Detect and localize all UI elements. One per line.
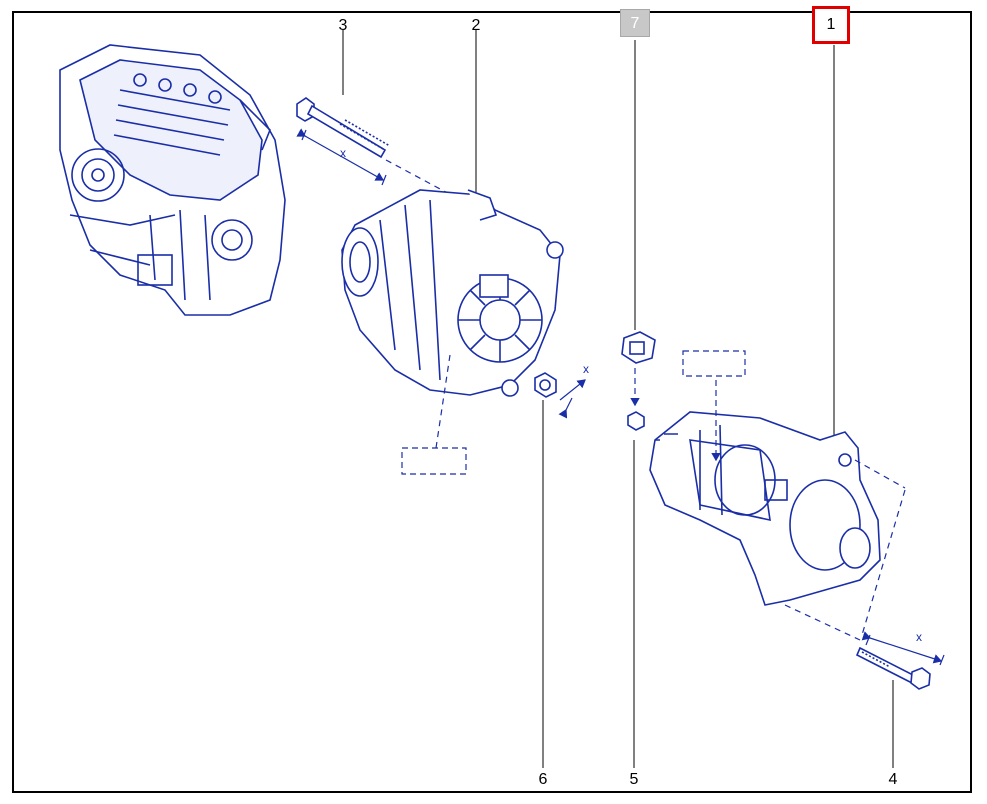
callout-3[interactable]: 3 xyxy=(338,17,348,34)
callout-7[interactable]: 7 xyxy=(620,9,650,37)
callout-2[interactable]: 2 xyxy=(471,17,481,34)
clip-7-illustration xyxy=(621,331,656,364)
dimension-label-nut-6: x xyxy=(583,362,589,376)
bolt-4-dimension xyxy=(861,631,945,666)
engine-block-illustration xyxy=(59,44,286,316)
leader-lines xyxy=(342,30,894,768)
dimension-label-bolt-3: x xyxy=(340,146,346,160)
callout-6[interactable]: 6 xyxy=(538,771,548,788)
nut-6-dimension xyxy=(558,379,586,419)
starter-reference-box xyxy=(682,350,906,641)
callout-4[interactable]: 4 xyxy=(888,771,898,788)
alternator-2-illustration xyxy=(341,189,564,397)
callout-5[interactable]: 5 xyxy=(629,771,639,788)
dimension-label-bolt-4: x xyxy=(916,630,922,644)
stud-5-illustration xyxy=(627,411,645,431)
alternator-reference-box xyxy=(401,354,467,475)
callout-1-highlighted[interactable]: 1 xyxy=(812,6,850,44)
nut-6-illustration xyxy=(534,372,557,398)
starter-1-illustration xyxy=(649,411,881,606)
